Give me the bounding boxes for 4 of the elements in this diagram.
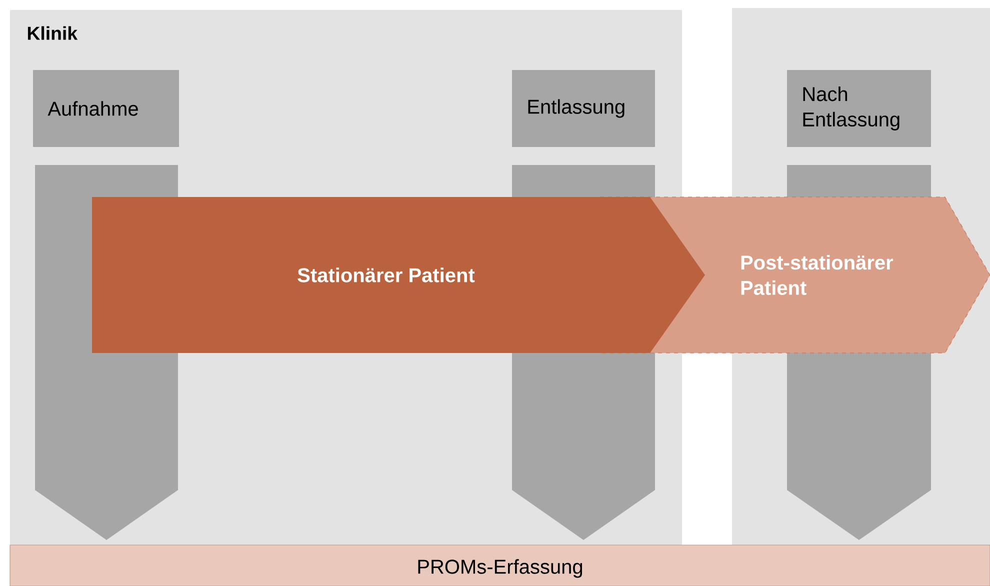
stage-box: Nach Entlassung	[787, 70, 931, 147]
stage-box: Aufnahme	[33, 70, 179, 147]
bottom-band: PROMs-Erfassung	[10, 544, 990, 586]
stage-box: Entlassung	[512, 70, 655, 147]
